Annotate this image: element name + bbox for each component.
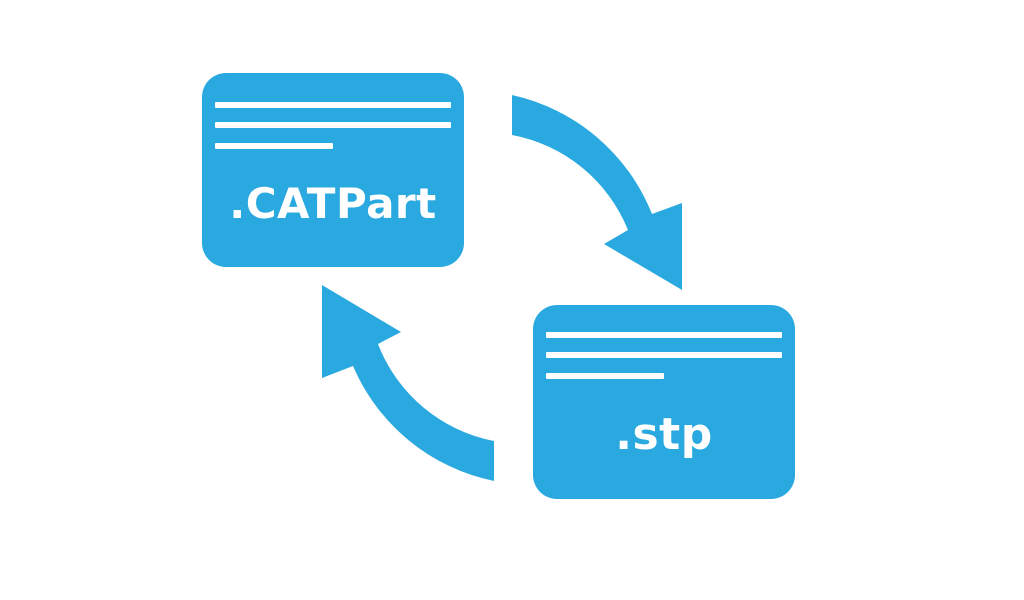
text-line (215, 102, 451, 108)
curved-arrow-up-left-icon (322, 285, 494, 481)
curved-arrow-down-right-icon (512, 95, 682, 290)
text-line (546, 332, 782, 338)
stp-file-card: .stp (533, 305, 795, 499)
stp-extension-label: .stp (615, 409, 713, 460)
text-line-short (546, 373, 664, 379)
catpart-extension-label: .CATPart (229, 179, 437, 228)
text-line (546, 352, 782, 358)
text-line-short (215, 143, 333, 149)
catpart-file-card: .CATPart (202, 73, 464, 267)
text-line (215, 122, 451, 128)
